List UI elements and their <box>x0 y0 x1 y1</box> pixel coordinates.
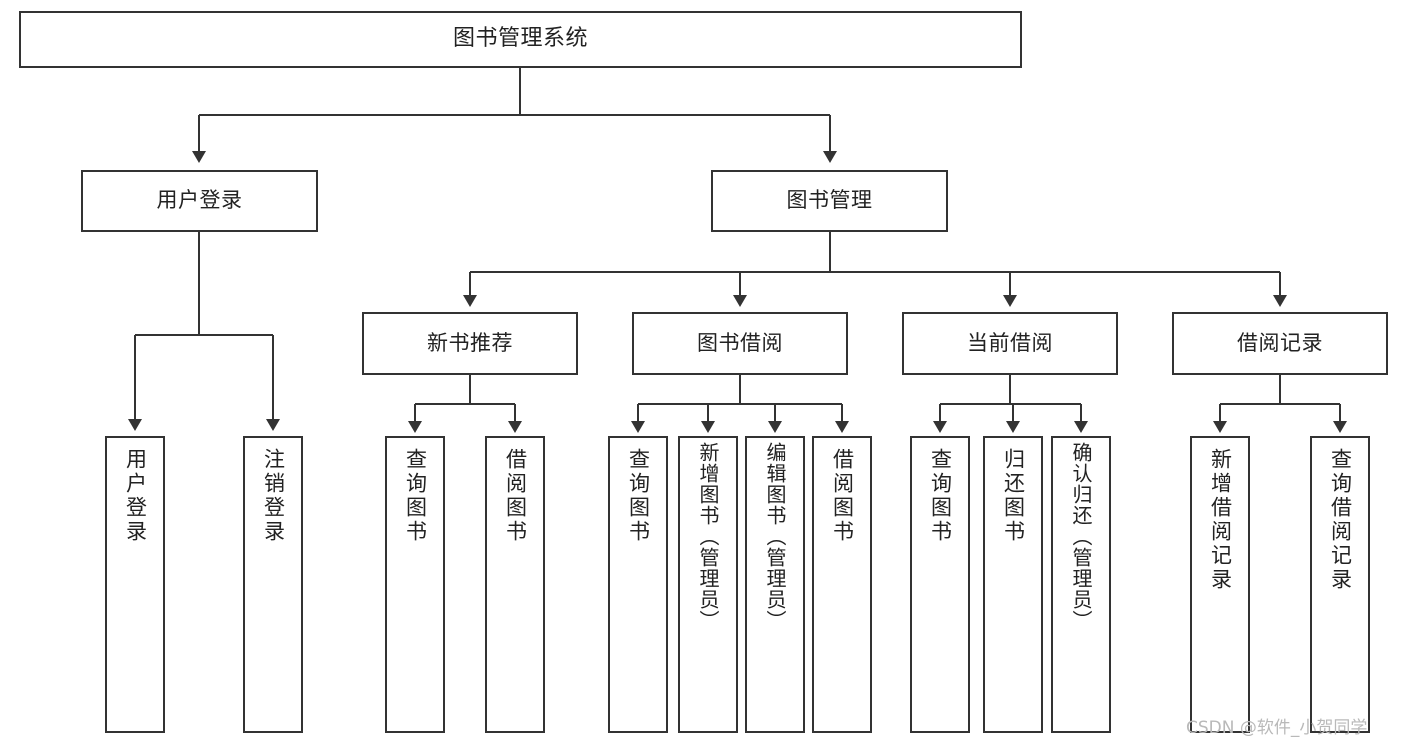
edge-group-book-manage <box>463 232 1287 307</box>
node-leaf-borrow-do-label: 借阅图书 <box>830 448 855 544</box>
node-current-borrow-label: 当前借阅 <box>967 330 1053 355</box>
node-leaf-borrow-edit[interactable]: 编辑图书（管理员） <box>745 436 805 733</box>
node-new-book-rec[interactable]: 新书推荐 <box>362 312 578 375</box>
node-leaf-borrow-do[interactable]: 借阅图书 <box>812 436 872 733</box>
node-leaf-rec-search[interactable]: 查询借阅记录 <box>1310 436 1370 733</box>
node-book-borrow-label: 图书借阅 <box>697 330 783 355</box>
edge-group-root <box>192 68 837 163</box>
node-book-borrow[interactable]: 图书借阅 <box>632 312 848 375</box>
node-leaf-borrow-query-label: 查询图书 <box>626 448 651 544</box>
node-leaf-cur-return[interactable]: 归还图书 <box>983 436 1043 733</box>
node-leaf-rec-borrow[interactable]: 借阅图书 <box>485 436 545 733</box>
edge-group-borrow-record <box>1213 375 1347 433</box>
node-new-book-rec-label: 新书推荐 <box>427 330 513 355</box>
node-current-borrow[interactable]: 当前借阅 <box>902 312 1118 375</box>
node-leaf-rec-search-label: 查询借阅记录 <box>1328 448 1353 592</box>
node-borrow-record[interactable]: 借阅记录 <box>1172 312 1388 375</box>
node-leaf-rec-borrow-label: 借阅图书 <box>503 448 528 544</box>
node-user-login[interactable]: 用户登录 <box>81 170 318 232</box>
node-leaf-cur-confirm-label: 确认归还（管理员） <box>1069 442 1093 631</box>
node-root-label: 图书管理系统 <box>452 26 588 52</box>
node-leaf-rec-add-label: 新增借阅记录 <box>1208 448 1233 592</box>
csdn-watermark: CSDN @软件_小贺同学 <box>1186 718 1368 738</box>
node-book-manage-label: 图书管理 <box>786 188 873 213</box>
node-leaf-cur-confirm[interactable]: 确认归还（管理员） <box>1051 436 1111 733</box>
node-leaf-borrow-add[interactable]: 新增图书（管理员） <box>678 436 738 733</box>
node-user-login-label: 用户登录 <box>156 188 243 213</box>
node-leaf-cur-query[interactable]: 查询图书 <box>910 436 970 733</box>
node-book-manage[interactable]: 图书管理 <box>711 170 948 232</box>
node-leaf-user-login-label: 用户登录 <box>123 448 148 544</box>
edge-group-book-borrow <box>631 375 849 433</box>
edge-group-current-borrow <box>933 375 1088 433</box>
node-leaf-user-logout-label: 注销登录 <box>261 448 286 544</box>
node-leaf-cur-return-label: 归还图书 <box>1001 448 1026 544</box>
node-leaf-borrow-query[interactable]: 查询图书 <box>608 436 668 733</box>
node-leaf-user-logout[interactable]: 注销登录 <box>243 436 303 733</box>
edge-group-user-login <box>128 232 280 431</box>
node-leaf-borrow-add-label: 新增图书（管理员） <box>696 442 720 631</box>
node-root[interactable]: 图书管理系统 <box>19 11 1022 68</box>
node-leaf-rec-query[interactable]: 查询图书 <box>385 436 445 733</box>
node-leaf-borrow-edit-label: 编辑图书（管理员） <box>763 442 787 631</box>
node-leaf-rec-add[interactable]: 新增借阅记录 <box>1190 436 1250 733</box>
edge-group-new-book-rec <box>408 375 522 433</box>
node-leaf-user-login[interactable]: 用户登录 <box>105 436 165 733</box>
node-borrow-record-label: 借阅记录 <box>1237 330 1323 355</box>
node-leaf-rec-query-label: 查询图书 <box>403 448 428 544</box>
node-leaf-cur-query-label: 查询图书 <box>928 448 953 544</box>
